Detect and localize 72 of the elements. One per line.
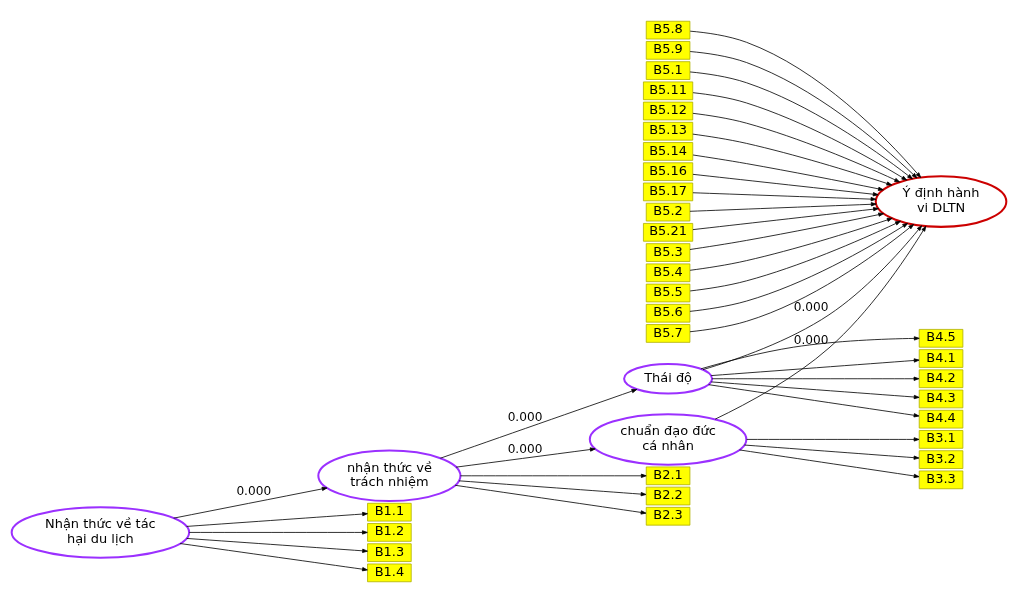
node-box: B4.4 — [918, 409, 964, 428]
node-box: B5.6 — [645, 303, 691, 323]
arrow — [689, 201, 877, 212]
arrow — [710, 381, 920, 399]
arrow — [439, 388, 638, 459]
node-box: B4.3 — [918, 389, 964, 408]
arrow — [692, 173, 879, 196]
node-box: B2.1 — [645, 466, 691, 485]
arrow — [186, 511, 368, 527]
node-box: B5.16 — [643, 161, 694, 181]
node-box: B1.1 — [367, 502, 412, 521]
node-ellipse: nhận thức về trách nhiệm — [317, 449, 462, 502]
arrow — [460, 473, 647, 478]
node-box: B5.13 — [643, 121, 694, 141]
node-box: B1.2 — [367, 522, 412, 542]
arrow — [711, 376, 920, 381]
arrow — [692, 154, 884, 191]
arrow — [179, 542, 368, 571]
node-box: B5.21 — [643, 222, 694, 242]
node-box: B5.1 — [645, 60, 691, 80]
node-box: B5.7 — [645, 323, 691, 343]
node-box: B3.1 — [918, 429, 964, 449]
node-box: B5.14 — [643, 141, 694, 161]
arrow — [454, 484, 647, 515]
arrow — [689, 212, 884, 250]
arrow — [708, 383, 920, 417]
arrow — [692, 191, 877, 201]
node-box: B2.3 — [645, 506, 691, 526]
node-box: B5.8 — [645, 20, 691, 39]
node-box: B4.2 — [918, 368, 964, 388]
arrow — [173, 486, 328, 519]
node-box: B5.9 — [645, 40, 691, 60]
node-box: B4.5 — [918, 328, 964, 348]
arrow — [692, 133, 893, 186]
arrow — [739, 449, 920, 478]
arrow — [746, 436, 920, 441]
arrow — [692, 112, 900, 182]
arrow — [689, 220, 901, 291]
arrow — [710, 357, 920, 376]
arrow — [689, 223, 914, 332]
arrow — [689, 217, 893, 271]
edge-label: 0.000 — [507, 441, 543, 456]
node-ellipse: Nhận thức về tác hại du lịch — [10, 505, 191, 559]
node-box: B5.5 — [645, 283, 691, 302]
arrow — [744, 444, 920, 460]
arrow — [689, 222, 908, 312]
edge-label: 0.000 — [793, 332, 829, 347]
arrow — [714, 225, 927, 420]
arrow — [689, 71, 913, 179]
arrow — [702, 224, 923, 370]
arrow — [186, 537, 368, 553]
node-box: B1.3 — [367, 542, 412, 562]
arrow — [700, 335, 920, 369]
node-box: B2.2 — [645, 486, 691, 505]
node-box: B1.4 — [367, 563, 412, 582]
arrow — [692, 91, 908, 181]
arrow — [458, 479, 647, 496]
node-box: B5.3 — [645, 242, 691, 262]
node-box: B5.4 — [645, 263, 691, 282]
arrow — [455, 446, 596, 468]
node-box: B5.12 — [643, 101, 694, 120]
edge-label: 0.000 — [236, 483, 272, 498]
node-box: B3.3 — [918, 470, 964, 489]
node-box: B5.11 — [643, 81, 694, 100]
arrow — [188, 529, 368, 535]
node-box: B4.1 — [918, 348, 964, 368]
edge-label: 0.000 — [507, 409, 543, 424]
node-box: B5.2 — [645, 202, 691, 221]
arrow — [692, 206, 879, 230]
node-box: B3.2 — [918, 449, 964, 469]
node-box: B5.17 — [643, 182, 694, 201]
edge-label: 0.000 — [793, 299, 829, 314]
